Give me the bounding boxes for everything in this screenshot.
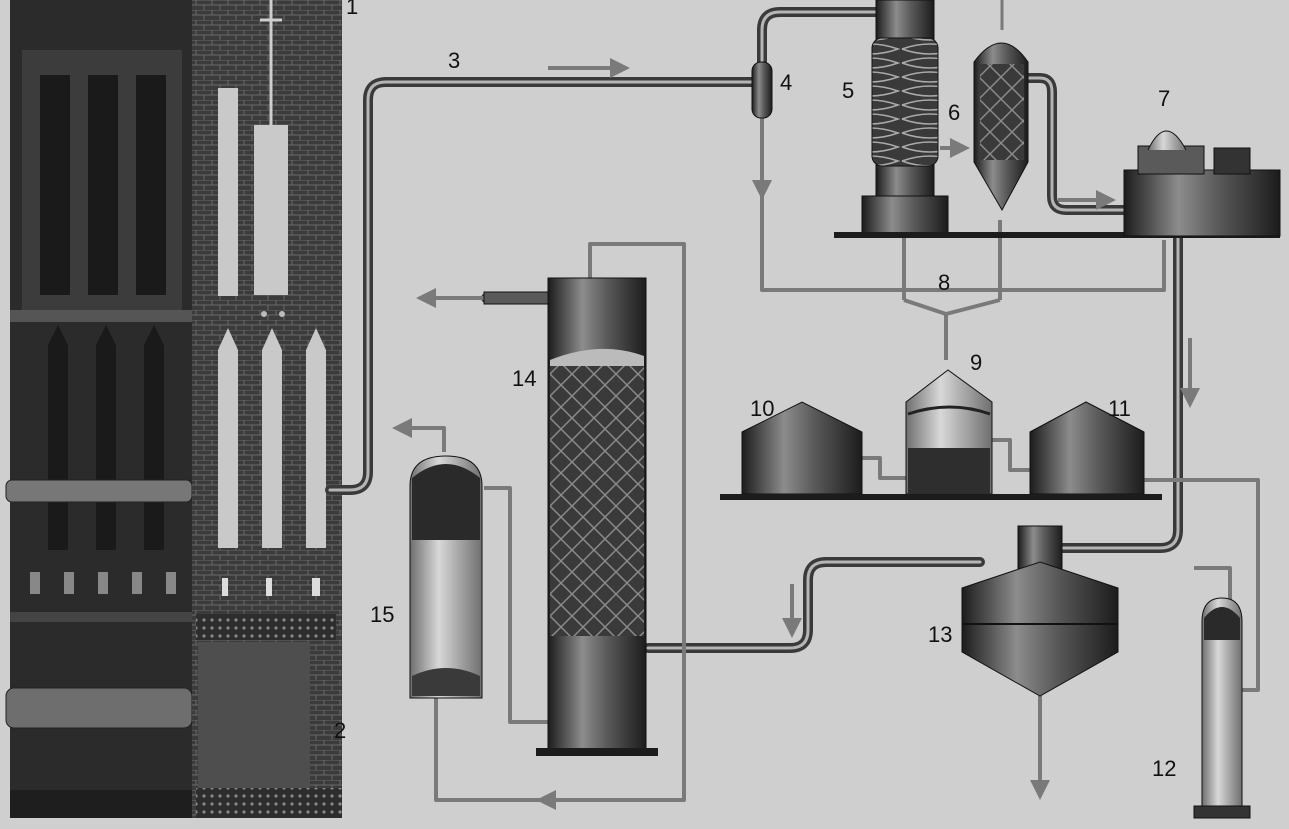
tank-11	[1029, 401, 1145, 495]
brick-chimney	[192, 0, 342, 818]
label-6: 6	[948, 100, 960, 125]
upper-platform	[834, 232, 1280, 238]
label-9: 9	[970, 350, 982, 375]
label-1: 1	[346, 0, 358, 19]
label-12: 12	[1152, 756, 1176, 781]
label-10: 10	[750, 396, 774, 421]
vessel-15	[409, 455, 483, 699]
label-13: 13	[928, 622, 952, 647]
label-14: 14	[512, 366, 536, 391]
pump-unit-7	[1123, 130, 1281, 237]
label-7: 7	[1158, 86, 1170, 111]
label-11: 11	[1108, 396, 1131, 421]
label-5: 5	[842, 78, 854, 103]
label-4: 4	[780, 70, 792, 95]
label-2: 2	[334, 718, 346, 743]
label-15: 15	[370, 602, 394, 627]
column-5	[861, 0, 949, 235]
coke-oven-battery	[5, 0, 193, 818]
tank-10	[741, 401, 863, 495]
separator-13	[961, 525, 1119, 697]
filter-6	[973, 0, 1029, 212]
label-8: 8	[938, 270, 950, 295]
vessel-12	[1193, 597, 1251, 819]
tank-9	[905, 369, 993, 495]
flow-lines	[392, 58, 1260, 810]
scrubber-14	[483, 277, 658, 756]
separator-4	[751, 61, 773, 119]
number-labels: 1 2 3 4 5 6 7 8 9 10 11 12 13 14 15	[334, 0, 1176, 781]
label-3: 3	[448, 48, 460, 73]
lower-platform	[720, 494, 1162, 500]
